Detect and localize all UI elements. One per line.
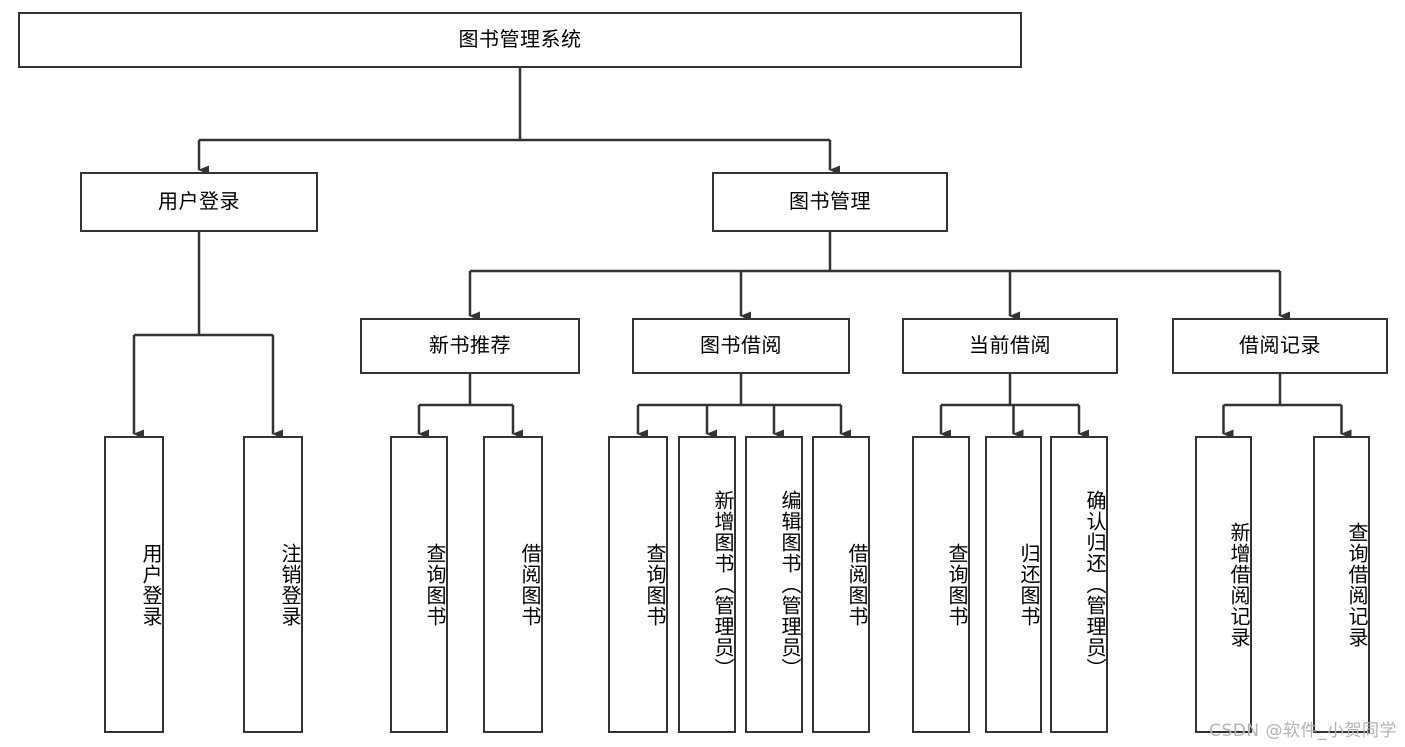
- node-label: 查询图书: [643, 542, 667, 627]
- node-label: 当前借阅: [969, 333, 1051, 358]
- node-label: 借阅图书: [845, 542, 869, 627]
- node-label: 借阅记录: [1239, 333, 1321, 358]
- leaf-return-book[interactable]: 归还图书: [985, 436, 1042, 733]
- leaf-query-book-borrow[interactable]: 新增图书（管理员） 查询图书: [608, 436, 668, 733]
- node-root-system[interactable]: 图书管理系统: [18, 12, 1022, 68]
- leaf-add-borrow-record[interactable]: 新增借阅记录: [1195, 436, 1252, 733]
- node-label: 新增借阅记录: [1227, 521, 1251, 648]
- leaf-edit-book-admin[interactable]: 编辑图书（管理员）: [745, 436, 803, 733]
- node-book-borrow[interactable]: 图书借阅: [632, 318, 850, 374]
- node-label: 注销登录: [278, 542, 302, 627]
- leaf-query-borrow-record[interactable]: 查询借阅记录: [1313, 436, 1370, 733]
- node-label: 图书管理系统: [458, 27, 582, 52]
- leaf-borrow-book-recommend[interactable]: 借阅图书: [483, 436, 543, 733]
- node-label: 新书推荐: [429, 333, 511, 358]
- node-label: 借阅图书: [518, 542, 542, 627]
- node-user-login[interactable]: 用户登录: [80, 172, 318, 232]
- node-label: 新增图书（管理员）: [711, 490, 735, 679]
- leaf-logout[interactable]: 注销登录: [243, 436, 303, 733]
- node-new-book-recommend[interactable]: 新书推荐: [360, 318, 580, 374]
- node-label: 图书管理: [789, 189, 871, 214]
- leaf-query-book-current[interactable]: 查询图书: [912, 436, 970, 733]
- node-label: 用户登录: [158, 189, 240, 214]
- node-label: 查询图书: [945, 542, 969, 627]
- node-label: 用户登录: [139, 542, 163, 627]
- node-label: 归还图书: [1017, 542, 1041, 627]
- node-label: 图书借阅: [700, 333, 782, 358]
- node-label: 查询图书: [423, 542, 447, 627]
- node-current-borrow[interactable]: 当前借阅: [902, 318, 1118, 374]
- csdn-watermark: CSDN @软件_小贺同学: [1209, 721, 1397, 741]
- leaf-borrow-book[interactable]: 借阅图书: [812, 436, 870, 733]
- node-label: 编辑图书（管理员）: [778, 490, 802, 679]
- node-borrow-records[interactable]: 借阅记录: [1172, 318, 1388, 374]
- node-label: 查询借阅记录: [1345, 521, 1369, 648]
- leaf-confirm-return-admin[interactable]: 确认归还（管理员）: [1050, 436, 1108, 733]
- leaf-query-book-recommend[interactable]: 查询图书: [390, 436, 448, 733]
- leaf-add-book-admin[interactable]: 新增图书（管理员）: [678, 436, 736, 733]
- node-book-management[interactable]: 图书管理: [712, 172, 948, 232]
- leaf-user-login[interactable]: 用户登录: [104, 436, 164, 733]
- node-label: 确认归还（管理员）: [1083, 490, 1107, 679]
